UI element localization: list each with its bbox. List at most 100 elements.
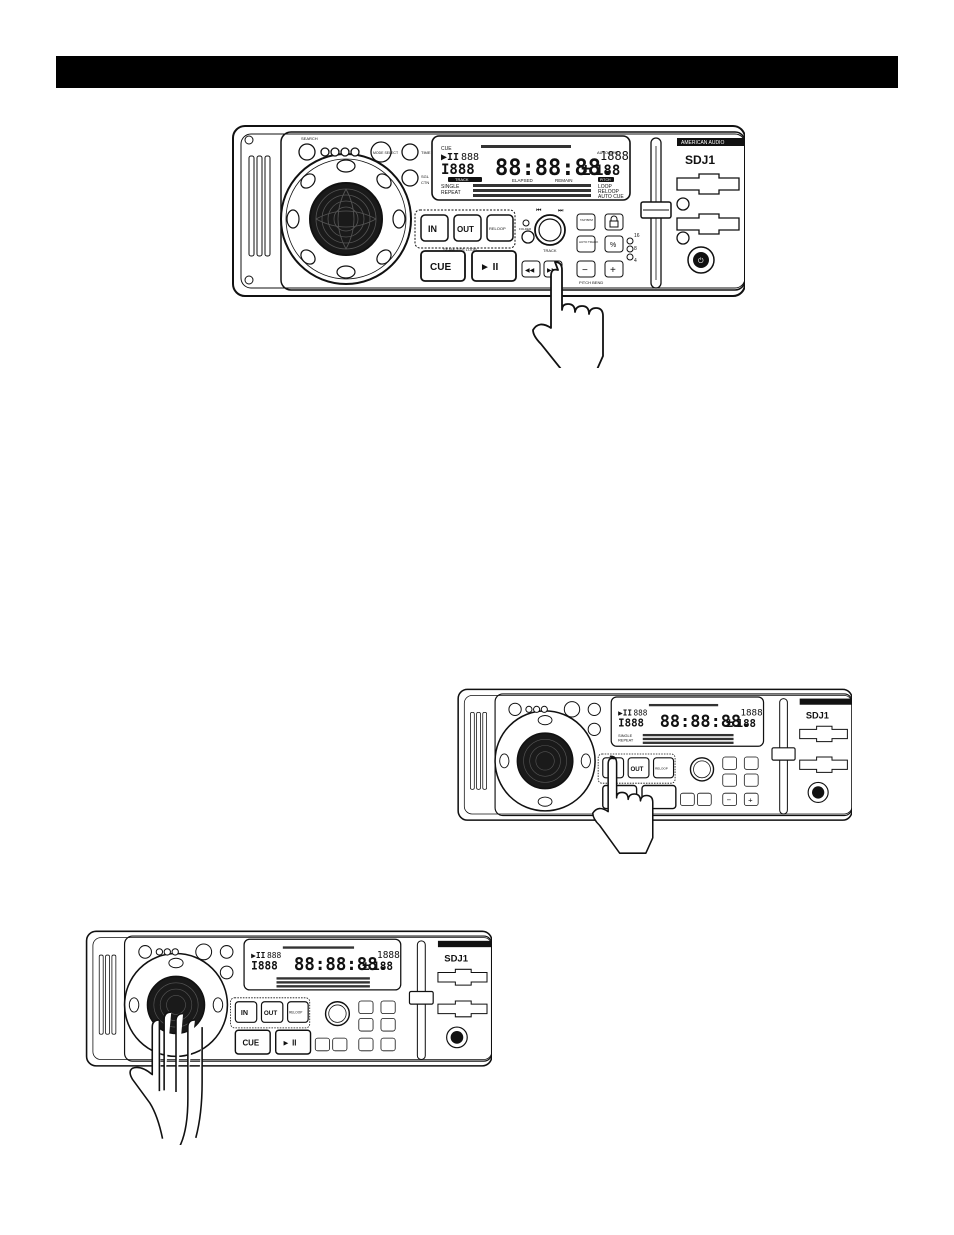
figure-search-buttons: SEARCH MODE SELECT TIME SGL CTN CUE ▶II … (225, 118, 745, 368)
side-buttons[interactable] (680, 756, 759, 806)
media-slot-2[interactable] (676, 213, 740, 245)
svg-text:−: − (582, 265, 588, 276)
svg-text:▶II: ▶II (441, 152, 459, 163)
display-pitch: 188 (595, 163, 620, 179)
svg-text:16: 16 (634, 233, 640, 239)
display-track-num: 888 (461, 152, 479, 163)
svg-text:◀◀: ◀◀ (525, 268, 535, 274)
time-label: TIME (421, 150, 431, 155)
svg-text:IN: IN (428, 224, 437, 234)
media-slots[interactable] (799, 725, 848, 773)
pitch-plus-button[interactable]: + (604, 260, 624, 278)
search-label: SEARCH (301, 136, 318, 141)
svg-text:88:88:88.: 88:88:88. (294, 955, 388, 975)
pitch-slider[interactable] (408, 940, 434, 1061)
model-label: SDJ1 (685, 153, 715, 167)
out-button[interactable]: OUT (627, 757, 650, 779)
reloop-button[interactable]: RELOOP (652, 757, 675, 779)
media-slots[interactable] (437, 968, 488, 1018)
auto-track-button[interactable]: AUTO TRACK (576, 235, 598, 253)
track-knob[interactable] (689, 757, 715, 782)
brand-label: AMERICAN AUDIO (681, 140, 724, 146)
brand-panel: AMERICAN AUDIO SDJ1 (677, 138, 745, 167)
display-auto-bpm: AUTO BPM (597, 150, 618, 155)
tap-bpm-button[interactable]: TAP BPM (576, 213, 596, 231)
svg-text:±: ± (726, 716, 733, 730)
model-label: SDJ1 (444, 953, 468, 964)
svg-text:TAP BPM: TAP BPM (580, 218, 593, 222)
pitch-plus-label: + (748, 795, 753, 804)
play-pause-button[interactable]: ► II (471, 250, 517, 282)
pitch-slider[interactable] (771, 698, 796, 815)
display-reloop: RELOOP (598, 189, 620, 195)
svg-text:SINGLE: SINGLE (618, 734, 632, 738)
top-row-buttons[interactable] (508, 701, 601, 737)
lcd-display: ▶II 888 I888 88:88:88. 1888 ± 188 SINGLE… (610, 696, 765, 747)
jog-wheel[interactable] (280, 153, 412, 285)
display-auto-cue: AUTO CUE (598, 194, 624, 200)
play-pause-button[interactable]: ► II (275, 1029, 312, 1055)
svg-text:±: ± (362, 958, 370, 973)
seamless-loop-label: SEAMLESS LOOP (443, 247, 477, 252)
svg-text:⏭: ⏭ (558, 208, 564, 214)
ctn-label: CTN (421, 180, 429, 185)
svg-text:REPEAT: REPEAT (618, 739, 634, 743)
svg-text:IN: IN (241, 1009, 248, 1017)
percent-button[interactable]: % (604, 235, 624, 253)
power-button[interactable] (807, 781, 829, 804)
flat-hand-icon (129, 1011, 203, 1145)
pointing-hand-icon (592, 755, 654, 854)
svg-text:188: 188 (373, 960, 393, 973)
svg-text:I888: I888 (251, 959, 278, 972)
track-knob[interactable] (324, 1001, 351, 1027)
power-button[interactable] (446, 1026, 468, 1049)
search-rewind-button[interactable]: ◀◀ (521, 260, 541, 278)
reloop-button[interactable]: RELOOP (286, 1001, 309, 1023)
reloop-button[interactable]: RELOOP (486, 214, 514, 242)
svg-text:OUT: OUT (457, 225, 474, 234)
display-time: 88:88:88. (495, 156, 614, 181)
display-track-label: TRACK (455, 177, 469, 182)
svg-text:RELOOP: RELOOP (489, 226, 506, 231)
out-button[interactable]: OUT (260, 1001, 284, 1023)
svg-text:%: % (610, 242, 616, 249)
cue-button[interactable]: CUE (234, 1029, 271, 1055)
mode-select-label: MODE SELECT (373, 151, 399, 155)
svg-text:► II: ► II (282, 1038, 296, 1047)
out-button[interactable]: OUT (453, 214, 482, 242)
display-pitch-label: PITCH (600, 178, 611, 182)
cue-button[interactable]: CUE (420, 250, 466, 282)
track-knob[interactable]: TRACK ⏮ ⏭ (534, 208, 566, 253)
side-buttons[interactable] (314, 1000, 396, 1052)
svg-text:888: 888 (267, 951, 282, 960)
svg-text:CUE: CUE (430, 262, 451, 273)
top-row-buttons[interactable] (298, 141, 419, 187)
svg-text:±: ± (581, 160, 591, 179)
pitch-range-leds: 16 8 4 (626, 233, 640, 264)
brand-bar (799, 698, 852, 705)
display-repeat: REPEAT (441, 190, 461, 196)
svg-text:▶II: ▶II (618, 709, 632, 718)
jog-wheel[interactable] (494, 710, 596, 812)
folder-button[interactable] (521, 219, 535, 244)
lcd-display: ▶II 888 I888 88:88:88. 1888 ± 188 (243, 938, 402, 991)
svg-text:+: + (610, 265, 616, 276)
media-slot-1[interactable] (676, 173, 740, 211)
power-button[interactable]: ⏻ (687, 246, 715, 274)
svg-text:4: 4 (634, 258, 637, 264)
lock-button[interactable] (604, 213, 624, 231)
in-button[interactable]: IN (420, 214, 449, 242)
figure-in-button: ▶II 888 I888 88:88:88. 1888 ± 188 SINGLE… (452, 683, 852, 858)
pitch-slider[interactable] (640, 137, 672, 289)
svg-text:AUTO TRACK: AUTO TRACK (579, 240, 598, 244)
folder-label: FOLDER (519, 227, 532, 231)
svg-text:1888: 1888 (377, 950, 400, 961)
svg-text:▶II: ▶II (251, 951, 266, 960)
svg-text:I888: I888 (441, 162, 475, 178)
in-button[interactable]: IN (234, 1001, 258, 1023)
top-row-buttons[interactable] (138, 943, 234, 980)
svg-text:188: 188 (737, 717, 756, 730)
pitch-minus-button[interactable]: − (576, 260, 596, 278)
svg-text:⏻: ⏻ (698, 257, 704, 265)
svg-text:OUT: OUT (264, 1010, 277, 1017)
